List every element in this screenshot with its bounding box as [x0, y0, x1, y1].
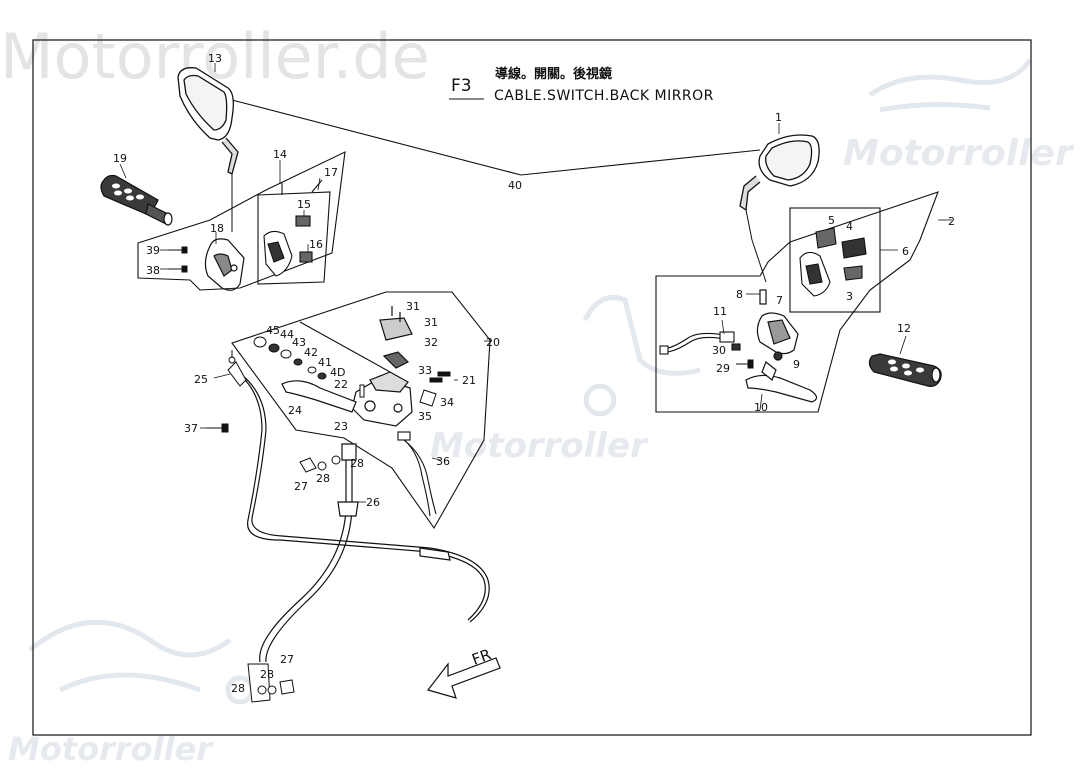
callout-12: 12: [897, 322, 911, 335]
screw-37: [206, 423, 229, 433]
lever-10: [745, 361, 818, 403]
callout-30: 30: [712, 344, 726, 357]
callout-40: 40: [508, 179, 522, 192]
callout-24: 24: [288, 404, 302, 417]
callout-39: 39: [146, 244, 160, 257]
callout-23: 23: [334, 420, 348, 433]
adjuster-25: [227, 350, 247, 387]
right-switch-parts-3-5: [799, 227, 867, 297]
callout-15: 15: [297, 198, 311, 211]
callout-10: 10: [754, 401, 768, 414]
callout-31a: 31: [406, 300, 420, 313]
callout-4: 4: [846, 220, 853, 233]
wire-11-30: [659, 331, 741, 355]
callout-31b: 31: [424, 316, 438, 329]
callout-20: 20: [486, 336, 500, 349]
rear-brake-cable-25: [233, 369, 490, 623]
callout-25: 25: [194, 373, 208, 386]
leader-lines: [119, 63, 952, 503]
brake-hose-26: [259, 443, 359, 663]
right-grip-12: [868, 353, 942, 387]
callout-8: 8: [736, 288, 743, 301]
banjo-bolt-27-28: [247, 455, 341, 703]
callout-28b: 28: [316, 472, 330, 485]
small-parts-41-45: [253, 336, 327, 380]
callout-33: 33: [418, 364, 432, 377]
title-english: CABLE.SWITCH.BACK MIRROR: [494, 88, 714, 104]
callout-28d: 28: [231, 682, 245, 695]
callout-37: 37: [184, 422, 198, 435]
callout-2: 2: [948, 215, 955, 228]
watermark-logo-bottom-left: Motorroller: [8, 730, 213, 768]
switch-wire-36: [397, 431, 437, 517]
front-direction-arrow-icon: [426, 657, 501, 699]
callout-labels: 13 19 14 17 15 16 18 39 38 40 1 2 5 4 6 …: [113, 52, 955, 695]
callout-11: 11: [713, 305, 727, 318]
callout-18: 18: [210, 222, 224, 235]
callout-38: 38: [146, 264, 160, 277]
callout-28c: 28: [260, 668, 274, 681]
scooter-watermark-icon: [28, 58, 1033, 705]
callout-3: 3: [846, 290, 853, 303]
callout-21: 21: [462, 374, 476, 387]
title-chinese: 導線。開關。後視鏡: [495, 67, 613, 82]
screws-38-39: [168, 246, 188, 273]
callout-1: 1: [775, 111, 782, 124]
callout-16: 16: [309, 238, 323, 251]
callout-13: 13: [208, 52, 222, 65]
screw-29: [736, 359, 754, 369]
callout-6: 6: [902, 245, 909, 258]
callout-45: 45: [266, 324, 280, 337]
switch-parts-15-16: [263, 215, 313, 277]
callout-42: 42: [304, 346, 318, 359]
watermark-logo-middle: Motorroller: [430, 426, 647, 466]
bolts-21-22: [359, 371, 451, 407]
callout-27b: 27: [280, 653, 294, 666]
callout-35: 35: [418, 410, 432, 423]
cable-40: [231, 99, 761, 176]
callout-36: 36: [436, 455, 450, 468]
left-switch-housing-18: [204, 238, 245, 291]
callout-17: 17: [324, 166, 338, 179]
callout-19: 19: [113, 152, 127, 165]
callout-5: 5: [828, 214, 835, 227]
figure-code: F3: [451, 76, 472, 96]
callout-22: 22: [334, 378, 348, 391]
callout-7: 7: [776, 294, 783, 307]
right-mirror-1: [739, 134, 820, 283]
watermark-logo-right: Motorroller: [843, 133, 1073, 174]
callout-43: 43: [292, 336, 306, 349]
callout-44: 44: [280, 328, 294, 341]
left-switch-group-box-14: [137, 151, 346, 291]
right-switch-housing-7: [756, 289, 799, 361]
callout-41: 41: [318, 356, 332, 369]
callout-27a: 27: [294, 480, 308, 493]
callout-26: 26: [366, 496, 380, 509]
diagram-frame: [32, 39, 1032, 736]
left-mirror-13: [177, 67, 239, 232]
callout-28a: 28: [350, 457, 364, 470]
callout-29: 29: [716, 362, 730, 375]
callout-9: 9: [793, 358, 800, 371]
left-grip-19: [100, 174, 173, 226]
callout-14: 14: [273, 148, 287, 161]
callout-4D: 4D: [330, 366, 345, 379]
callout-32: 32: [424, 336, 438, 349]
callout-34: 34: [440, 396, 454, 409]
master-cylinder-35: [351, 306, 413, 427]
right-switch-group-box-2: [655, 191, 939, 413]
lever-24: [281, 380, 357, 413]
